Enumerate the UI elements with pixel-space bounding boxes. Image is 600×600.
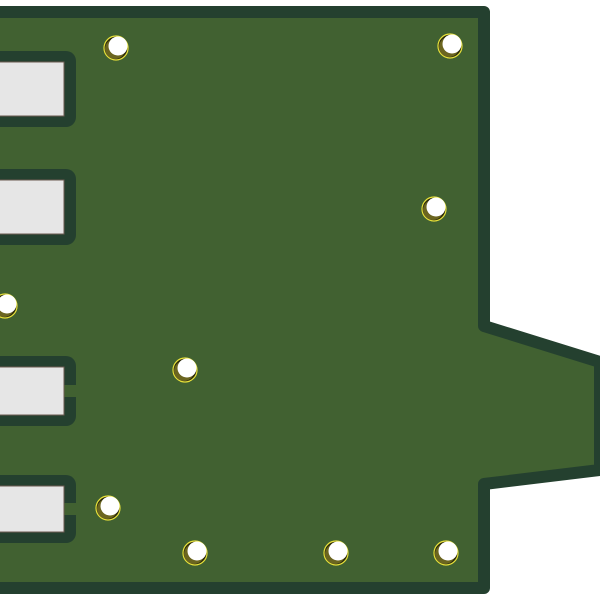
pad-2 xyxy=(0,169,76,245)
hole-highlight xyxy=(442,34,462,54)
hole-8 xyxy=(323,540,349,566)
hole-highlight xyxy=(108,36,128,56)
pad-4 xyxy=(0,475,78,543)
pad-copper xyxy=(0,61,65,117)
hole-highlight xyxy=(426,197,446,217)
pad-3 xyxy=(0,356,78,426)
pad-copper xyxy=(0,366,65,416)
pad-notch xyxy=(64,503,78,515)
pad-copper xyxy=(0,179,65,235)
hole-highlight xyxy=(0,294,17,314)
pad-1 xyxy=(0,51,76,127)
hole-6 xyxy=(95,495,121,521)
hole-highlight xyxy=(177,358,197,378)
board-outline xyxy=(0,6,600,594)
hole-4 xyxy=(0,293,18,319)
hole-1 xyxy=(103,35,129,61)
hole-highlight xyxy=(438,541,458,561)
hole-highlight xyxy=(328,541,348,561)
hole-highlight xyxy=(100,496,120,516)
hole-9 xyxy=(433,540,459,566)
hole-5 xyxy=(172,357,198,383)
hole-3 xyxy=(421,196,447,222)
pad-notch xyxy=(64,385,78,397)
hole-2 xyxy=(437,33,463,59)
hole-7 xyxy=(182,540,208,566)
pad-copper xyxy=(0,485,65,533)
hole-highlight xyxy=(187,541,207,561)
